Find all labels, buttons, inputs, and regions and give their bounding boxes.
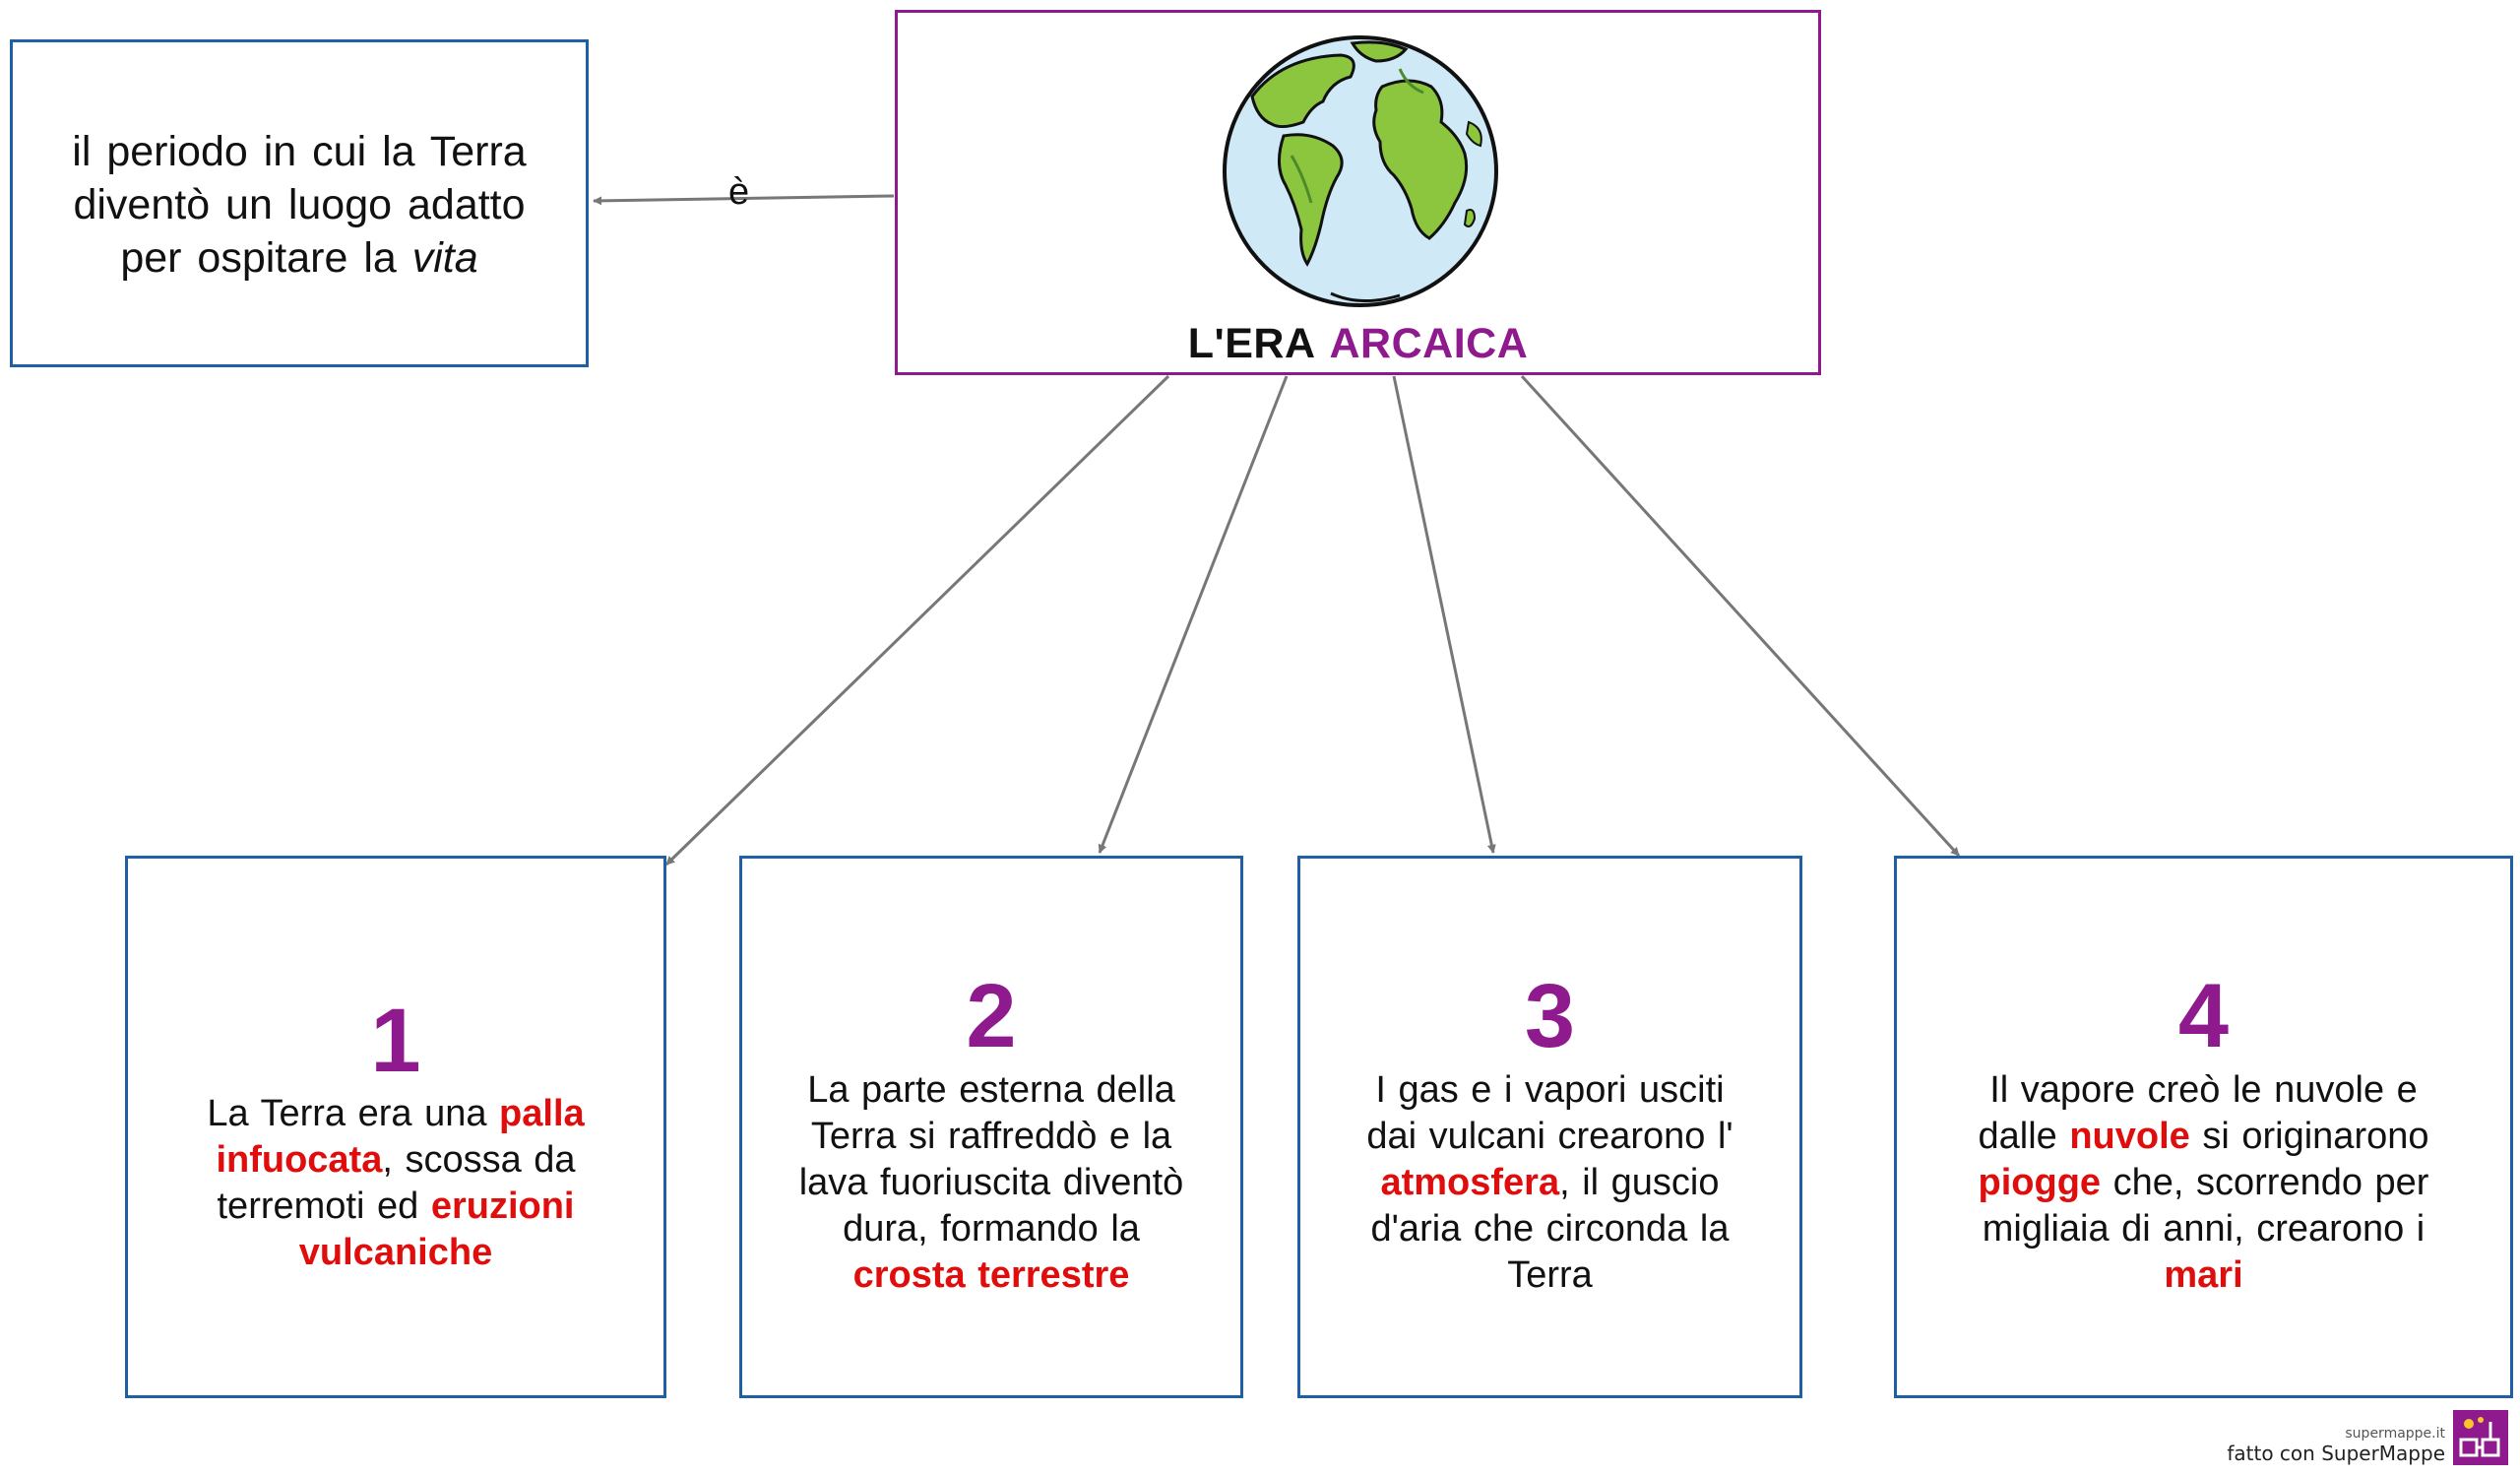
connector-step-2 <box>1098 375 1289 854</box>
step-number: 1 <box>370 991 421 1091</box>
footer: supermappe.it fatto con SuperMappe <box>2227 1410 2508 1465</box>
definition-line: il periodo in cui la Terra <box>72 128 527 175</box>
step-text-line: piogge che, scorrendo per <box>1907 1160 2500 1206</box>
definition-line: per ospitare la vita <box>13 231 586 285</box>
step-text-line: migliaia di anni, crearono i <box>1907 1206 2500 1252</box>
connector-step-4 <box>1520 374 1961 858</box>
highlighted-term: piogge <box>1978 1162 2102 1203</box>
step-text-line: infuocata, scossa da <box>138 1137 654 1184</box>
definition-box[interactable]: il periodo in cui la Terra diventò un lu… <box>10 39 589 367</box>
step-text-line: dai vulcani crearono l' <box>1310 1114 1790 1160</box>
step-text-line: La Terra era una palla <box>138 1091 654 1137</box>
step-text-line: Terra <box>1310 1252 1790 1299</box>
step-text-segment: d'aria che circonda la <box>1370 1208 1730 1250</box>
highlighted-term: eruzioni <box>430 1186 575 1227</box>
definition-emphasis: vita <box>411 234 478 282</box>
central-title: L'ERA ARCAICA <box>898 320 1818 368</box>
highlighted-term: mari <box>2164 1254 2243 1296</box>
step-text-line: Il vapore creò le nuvole e <box>1907 1067 2500 1114</box>
step-text-line: I gas e i vapori usciti <box>1310 1067 1790 1114</box>
step-number: 2 <box>966 966 1017 1066</box>
step-text-line: dura, formando la <box>752 1206 1230 1252</box>
connector-step-1 <box>664 374 1170 866</box>
central-title-part1: L'ERA <box>1187 320 1316 367</box>
connector-step-3 <box>1392 375 1496 854</box>
step-text-line: dalle nuvole si originarono <box>1907 1114 2500 1160</box>
central-title-part2: ARCAICA <box>1329 320 1529 367</box>
step-text-segment: dalle <box>1978 1116 2070 1157</box>
edge-label: è <box>728 171 750 213</box>
definition-line-text: per ospitare la <box>120 234 412 282</box>
step-text-segment: Terra <box>1507 1254 1593 1296</box>
step-box-3[interactable]: 3 I gas e i vapori usciti dai vulcani cre… <box>1297 856 1802 1398</box>
step-text-line: mari <box>1907 1252 2500 1299</box>
step-text-segment: , scossa da <box>382 1139 576 1181</box>
step-text-segment: dai vulcani crearono l' <box>1366 1116 1733 1157</box>
step-text-segment: dura, formando la <box>843 1208 1140 1250</box>
connector-definition <box>593 194 895 206</box>
step-text-segment: migliaia di anni, crearono i <box>1982 1208 2426 1250</box>
step-text-segment: La Terra era una <box>207 1093 500 1134</box>
step-text-segment: lava fuoriuscita diventò <box>798 1162 1184 1203</box>
step-number: 4 <box>2177 966 2230 1066</box>
footer-text: supermappe.it fatto con SuperMappe <box>2227 1426 2445 1465</box>
central-concept-box[interactable]: L'ERA ARCAICA <box>895 10 1821 375</box>
step-text-segment: , il guscio <box>1559 1162 1720 1203</box>
step-text-segment: Terra si raffreddò e la <box>810 1116 1172 1157</box>
highlighted-term: crosta terrestre <box>852 1254 1130 1296</box>
step-text-line: d'aria che circonda la <box>1310 1206 1790 1252</box>
highlighted-term: atmosfera <box>1380 1162 1560 1203</box>
supermappe-logo-icon <box>2453 1410 2508 1465</box>
earth-globe-icon <box>1223 35 1498 307</box>
highlighted-term: vulcaniche <box>298 1232 493 1273</box>
step-text-line: vulcaniche <box>138 1230 654 1276</box>
step-text-segment: Il vapore creò le nuvole e <box>1989 1069 2418 1111</box>
step-text-line: atmosfera, il guscio <box>1310 1160 1790 1206</box>
step-text-segment: I gas e i vapori usciti <box>1375 1069 1725 1111</box>
step-text-segment: si originarono <box>2189 1116 2429 1157</box>
highlighted-term: nuvole <box>2069 1116 2190 1157</box>
footer-made-with: fatto con SuperMappe <box>2227 1442 2445 1465</box>
footer-url[interactable]: supermappe.it <box>2345 1426 2445 1442</box>
step-number: 3 <box>1524 966 1576 1066</box>
step-text-segment: che, scorrendo per <box>2101 1162 2429 1203</box>
step-text-line: La parte esterna della <box>752 1067 1230 1114</box>
step-text-line: Terra si raffreddò e la <box>752 1114 1230 1160</box>
definition-line: diventò un luogo adatto <box>73 181 526 228</box>
highlighted-term: infuocata <box>216 1139 383 1181</box>
step-text-line: lava fuoriuscita diventò <box>752 1160 1230 1206</box>
step-text-line: terremoti ed eruzioni <box>138 1184 654 1230</box>
step-text-line: crosta terrestre <box>752 1252 1230 1299</box>
highlighted-term: palla <box>499 1093 585 1134</box>
step-text: I gas e i vapori usciti dai vulcani crear… <box>1310 1067 1790 1299</box>
step-text-segment: terremoti ed <box>217 1186 431 1227</box>
step-text-segment: La parte esterna della <box>807 1069 1175 1111</box>
definition-text: il periodo in cui la Terra diventò un lu… <box>13 125 586 285</box>
